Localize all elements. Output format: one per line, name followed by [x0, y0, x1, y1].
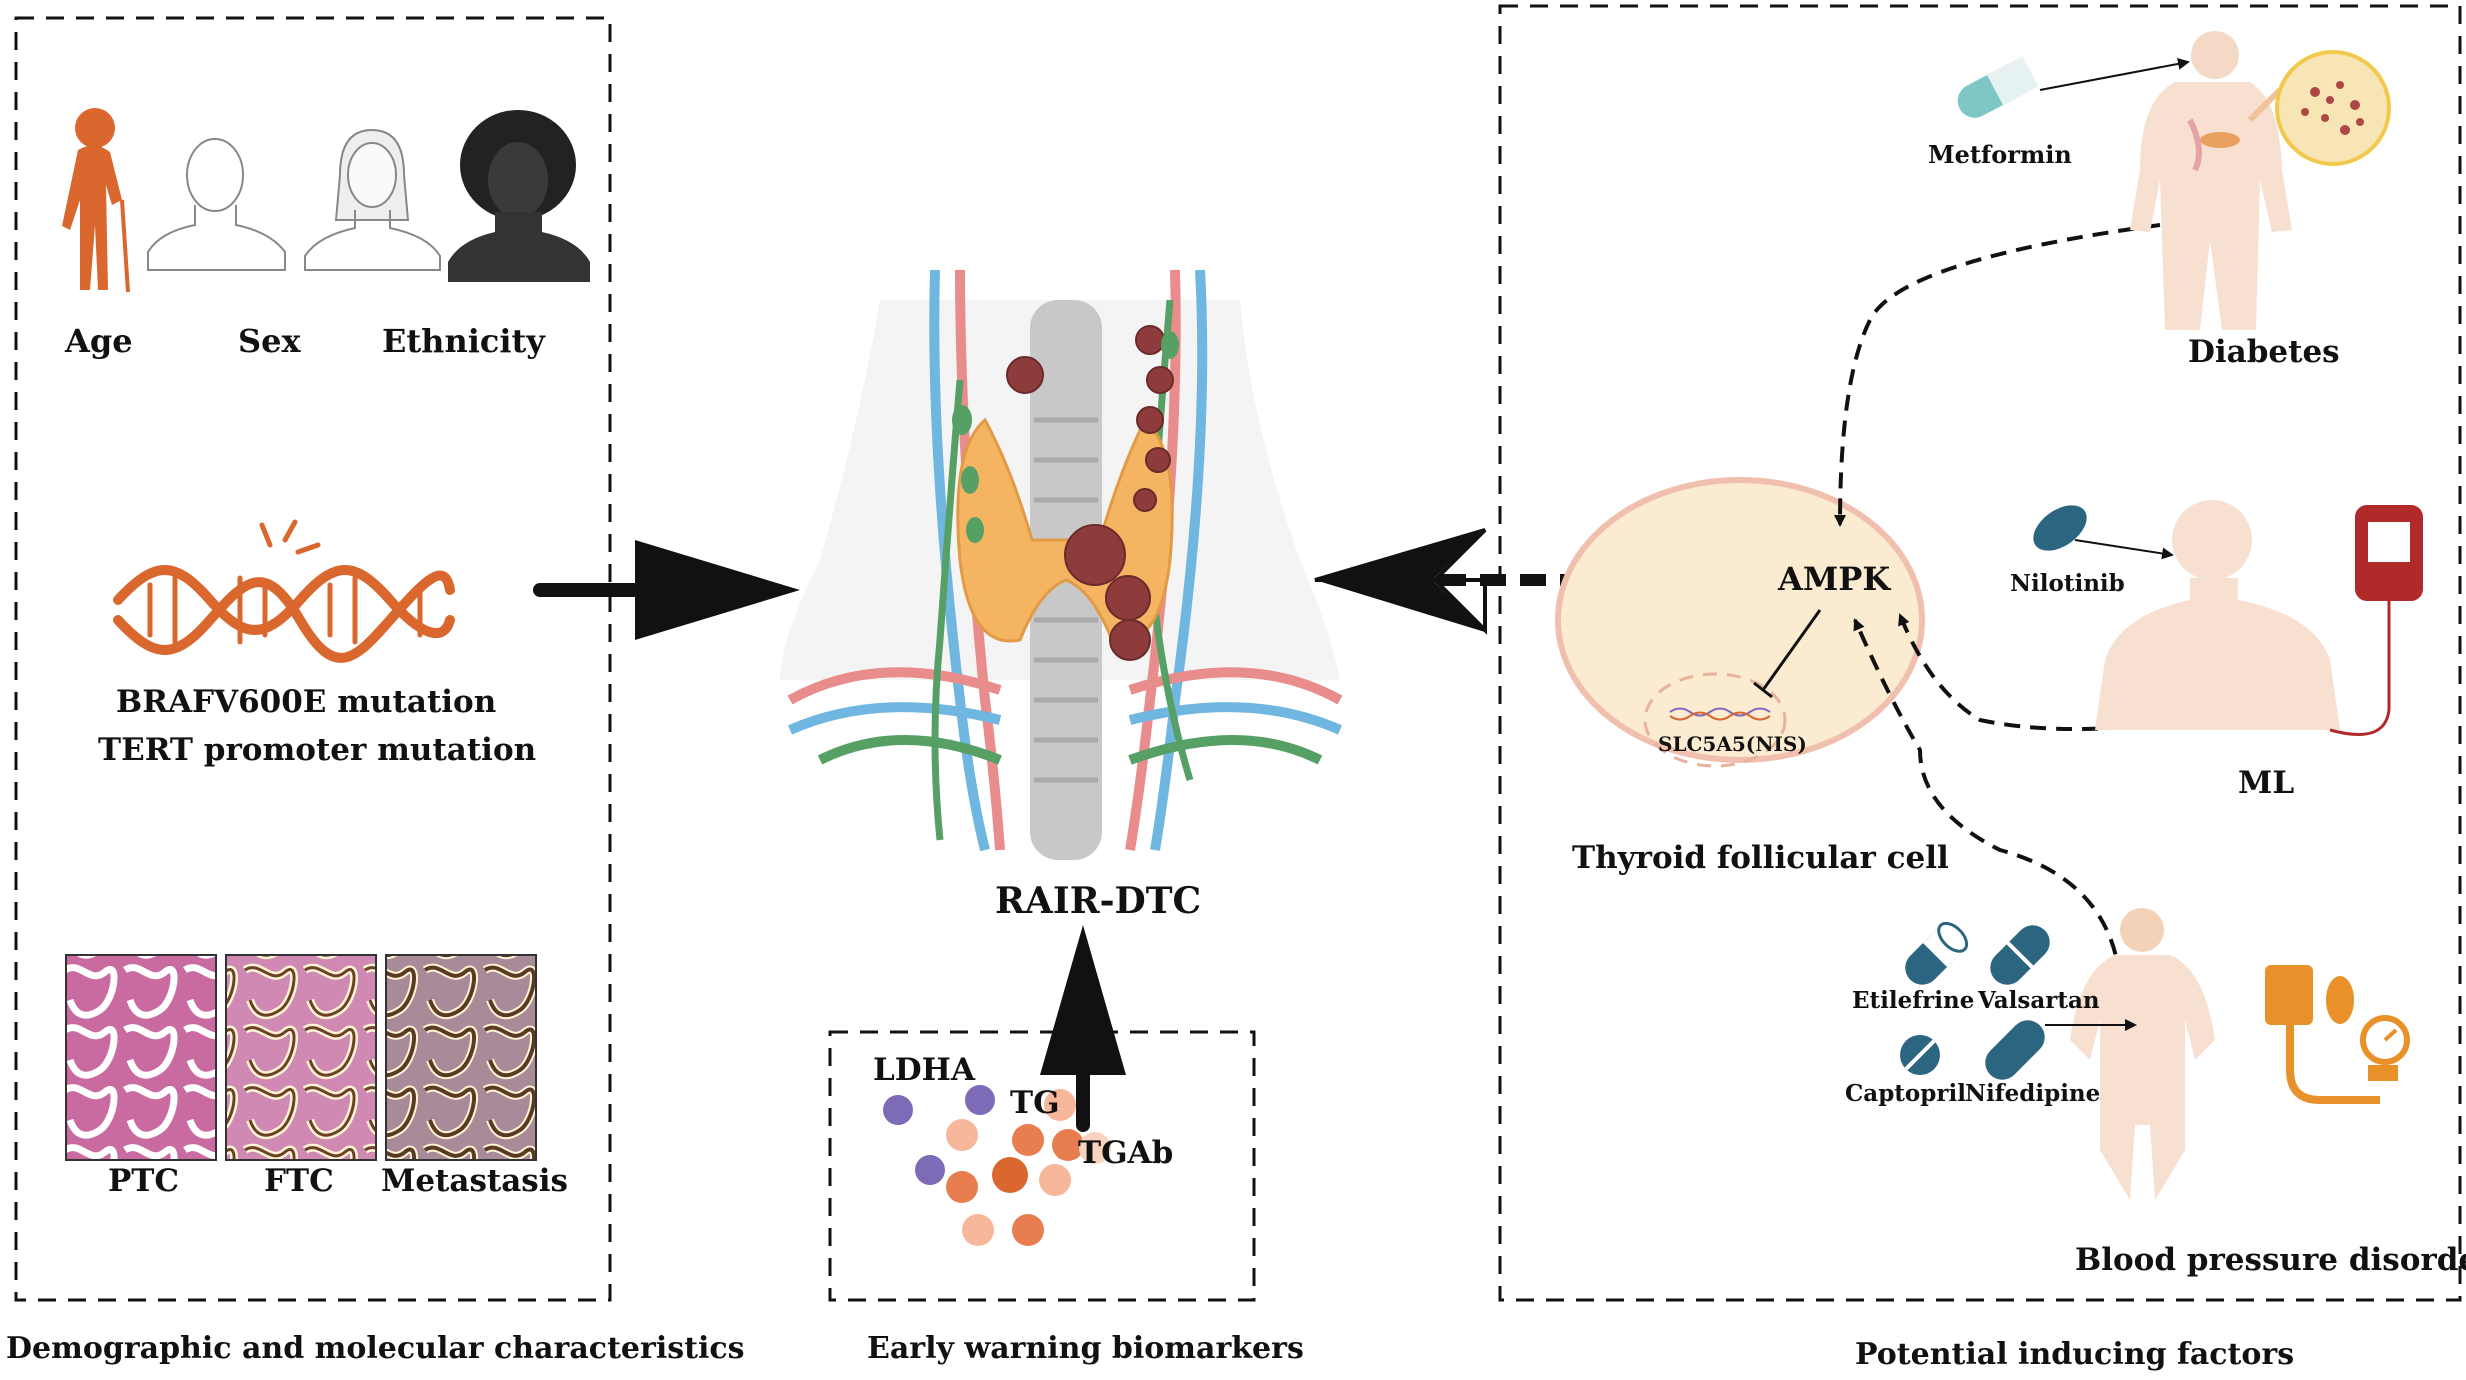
- nilotinib-label: Nilotinib: [2010, 570, 2125, 597]
- ptc-histology-image: [65, 954, 217, 1161]
- right-panel-border: [1498, 4, 2462, 1302]
- rair-dtc-title: RAIR-DTC: [995, 880, 1202, 922]
- ml-label: ML: [2238, 765, 2295, 801]
- captopril-pill-icon: [1900, 1035, 1940, 1075]
- age-icon: [62, 108, 130, 293]
- metformin-label: Metformin: [1928, 140, 2072, 169]
- metformin-arrow: [2039, 57, 2190, 91]
- sex-label: Sex: [238, 322, 301, 360]
- nifedipine-pill-icon: [1985, 1020, 2045, 1080]
- dna-strand-icon: [1669, 707, 1771, 721]
- biomarker-tg-label: TG: [1010, 1085, 1060, 1121]
- arrow-biomarker-to-center: [1040, 925, 1126, 1132]
- valsartan-pill-icon: [1990, 925, 2050, 985]
- biomarker-ldha-label: LDHA: [873, 1052, 976, 1088]
- diabetes-patient-icon: [2130, 31, 2292, 330]
- nifedipine-label: Nifedipine: [1965, 1080, 2101, 1107]
- ftc-histology-image: [225, 954, 377, 1161]
- female-icon: [304, 128, 441, 271]
- diabetes-label: Diabetes: [2188, 334, 2340, 370]
- ptc-label: PTC: [108, 1163, 180, 1199]
- bp-patient-icon: [2070, 908, 2215, 1200]
- blood-bag-icon: [2329, 505, 2423, 736]
- metastasis-label: Metastasis: [381, 1163, 568, 1199]
- ampk-inhibits-nis: [1753, 609, 1822, 699]
- cell-label: Thyroid follicular cell: [1572, 840, 1949, 876]
- cell-nucleus: [1643, 672, 1787, 768]
- metformin-pill-icon: [1957, 56, 2039, 118]
- blood-pressure-monitor-icon: [2265, 965, 2410, 1104]
- biomarker-tgab-label: TGAb: [1078, 1135, 1174, 1171]
- etilefrine-label: Etilefrine: [1852, 987, 1975, 1014]
- nilotinib-pill-icon: [2033, 505, 2087, 551]
- ml-patient-icon: [2095, 500, 2340, 730]
- age-label: Age: [65, 322, 133, 360]
- arrow-left-to-center: [533, 540, 800, 640]
- ethnicity-icon: [448, 110, 590, 282]
- valsartan-label: Valsartan: [1978, 987, 2100, 1014]
- tert-mutation-label: TERT promoter mutation: [98, 732, 537, 768]
- ampk-label: AMPK: [1778, 560, 1891, 598]
- biomarker-molecules: [883, 1085, 1111, 1246]
- dna-icon: [113, 519, 455, 663]
- arrow-bp-to-ampk: [1853, 618, 2122, 981]
- captopril-label: Captopril: [1845, 1080, 1966, 1107]
- bp-label: Blood pressure disorder: [2075, 1242, 2466, 1278]
- nilotinib-arrow: [2074, 539, 2174, 560]
- left-panel-caption: Demographic and molecular characteristic…: [6, 1331, 745, 1366]
- right-panel-caption: Potential inducing factors: [1855, 1337, 2295, 1372]
- pancreas-islet-icon: [2247, 50, 2391, 166]
- metastasis-histology-image: [385, 954, 537, 1161]
- left-panel-border: [14, 16, 612, 1302]
- sex-icon: [147, 138, 286, 271]
- biomarker-caption: Early warning biomarkers: [867, 1331, 1304, 1366]
- nis-gene-label: SLC5A5(NIS): [1658, 732, 1807, 756]
- thyroid-neck-illustration: [780, 269, 1343, 860]
- arrow-right-to-center: [1314, 528, 1570, 635]
- biomarker-box-border: [828, 1030, 1256, 1302]
- thyroid-follicular-cell: [1555, 477, 1925, 763]
- arrow-diabetes-to-ampk: [1834, 223, 2161, 527]
- ftc-label: FTC: [264, 1163, 334, 1199]
- ethnicity-label: Ethnicity: [382, 322, 545, 360]
- braf-mutation-label: BRAFV600E mutation: [116, 684, 497, 720]
- etilefrine-pill-icon: [1905, 918, 1972, 985]
